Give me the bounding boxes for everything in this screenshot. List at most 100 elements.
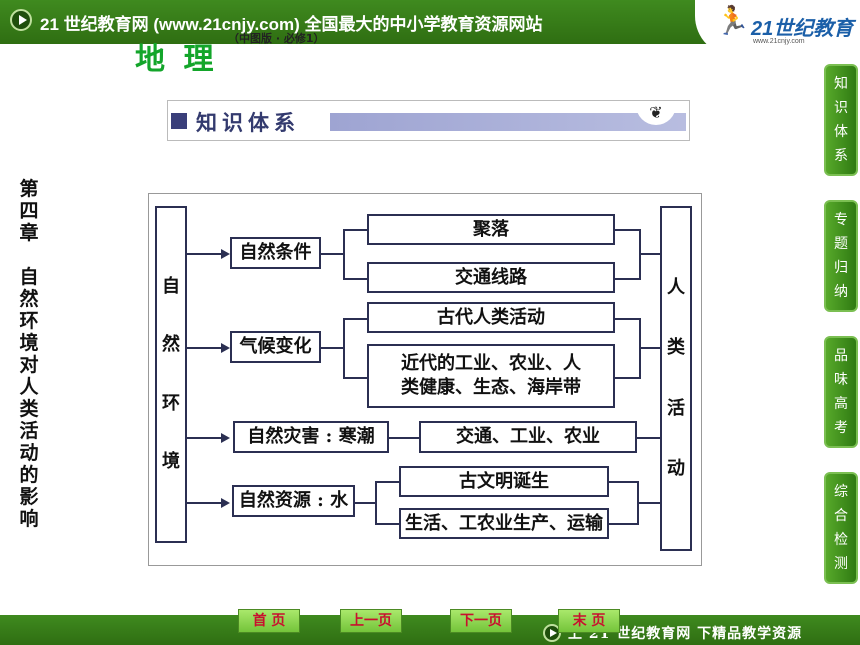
connector-line <box>375 481 377 524</box>
connector-line <box>355 502 377 504</box>
prev-page-button[interactable]: 上一页 <box>340 609 402 633</box>
connector-line <box>187 347 221 349</box>
section-title: 知识体系 <box>196 111 300 135</box>
connector-line <box>389 437 419 439</box>
tab-char: 纳 <box>834 284 848 300</box>
chapter-char: 的 <box>19 464 39 486</box>
arrow-icon <box>221 433 230 443</box>
footer-text: 上 21 世纪教育网 下精品教学资源 <box>568 626 803 642</box>
left-label-char: 境 <box>162 450 180 472</box>
chapter-spacer <box>16 244 42 266</box>
tab-char: 归 <box>834 260 848 276</box>
chapter-char: 类 <box>19 398 39 420</box>
factor-cold-wave: 自然灾害 : 寒潮 <box>233 421 389 453</box>
connector-line <box>615 318 641 320</box>
outcome-modern-industry: 近代的工业、农业、人 类健康、生态、海岸带 <box>367 344 615 408</box>
outcome-transport-routes: 交通线路 <box>367 262 615 293</box>
right-label-char: 动 <box>667 457 685 479</box>
chapter-char: 然 <box>19 288 39 310</box>
connector-line <box>639 347 660 349</box>
tab-char: 题 <box>834 236 848 252</box>
square-icon <box>171 113 187 129</box>
right-label-char: 人 <box>667 277 685 299</box>
tab-char: 检 <box>834 532 848 548</box>
play-icon <box>10 9 32 31</box>
logo-text: 21世纪教育 <box>751 18 854 40</box>
edition-label: （中图版 · 必修1） <box>228 32 325 45</box>
connector-line <box>609 523 639 525</box>
section-header: 知识体系 ❦ <box>167 100 690 141</box>
left-label-char: 然 <box>162 334 180 356</box>
connector-line <box>321 253 343 255</box>
arrow-icon <box>221 498 230 508</box>
connector-line <box>343 318 345 378</box>
connector-line <box>187 502 221 504</box>
connector-line <box>637 437 660 439</box>
connector-line <box>321 347 343 349</box>
tab-char: 测 <box>834 556 848 572</box>
left-label-char: 环 <box>162 392 180 414</box>
site-banner-text: 21 世纪教育网 (www.21cnjy.com) 全国最大的中小学教育资源网站 <box>40 15 543 34</box>
tab-char: 识 <box>834 100 848 116</box>
chapter-char: 动 <box>19 442 39 464</box>
left-label-char: 自 <box>162 276 180 298</box>
chapter-char: 第 <box>19 178 39 200</box>
factor-water-resource: 自然资源 : 水 <box>232 485 355 517</box>
tab-char: 味 <box>834 372 848 388</box>
chapter-char: 章 <box>19 222 39 244</box>
last-page-button[interactable]: 末 页 <box>558 609 620 633</box>
play-icon <box>543 624 561 642</box>
tab-char: 高 <box>834 396 848 412</box>
tab-char: 综 <box>834 484 848 500</box>
connector-line <box>343 377 367 379</box>
tab-char: 知 <box>834 76 848 92</box>
arrow-icon <box>221 343 230 353</box>
side-tab-topic-summary[interactable]: 专 题 归 纳 <box>824 200 858 312</box>
factor-natural-conditions: 自然条件 <box>230 237 321 269</box>
right-label-char: 类 <box>667 337 685 359</box>
connector-line <box>639 253 660 255</box>
connector-line <box>343 278 367 280</box>
outcome-line: 类健康、生态、海岸带 <box>401 377 581 398</box>
outcome-line: 近代的工业、农业、人 <box>401 353 581 374</box>
chapter-char: 环 <box>19 310 39 332</box>
tab-char: 合 <box>834 508 848 524</box>
chapter-char: 对 <box>19 354 39 376</box>
connector-line <box>375 481 399 483</box>
right-label-char: 活 <box>667 397 685 419</box>
next-page-button[interactable]: 下一页 <box>450 609 512 633</box>
outcome-ancient-activity: 古代人类活动 <box>367 302 615 333</box>
natural-environment-box: 自 然 环 境 <box>155 206 187 543</box>
knowledge-diagram: 自 然 环 境 人 类 活 动 自然条件 气候变化 自然灾害 : 寒潮 自然资源… <box>148 193 702 566</box>
connector-line <box>615 229 641 231</box>
chapter-title: 第 四 章 自 然 环 境 对 人 类 活 动 的 影 响 <box>16 178 42 530</box>
connector-line <box>343 318 367 320</box>
human-activity-box: 人 类 活 动 <box>660 206 692 551</box>
connector-line <box>609 481 639 483</box>
tab-char: 系 <box>834 148 848 164</box>
side-tab-exam-review[interactable]: 品 味 高 考 <box>824 336 858 448</box>
connector-line <box>187 437 221 439</box>
arrow-icon <box>221 249 230 259</box>
outcome-settlement: 聚落 <box>367 214 615 245</box>
chapter-char: 四 <box>19 200 39 222</box>
chapter-char: 活 <box>19 420 39 442</box>
side-tab-knowledge-system[interactable]: 知 识 体 系 <box>824 64 858 176</box>
tab-char: 体 <box>834 124 848 140</box>
connector-line <box>343 229 345 279</box>
factor-climate-change: 气候变化 <box>230 331 321 363</box>
bottom-bar: 上 21 世纪教育网 下精品教学资源 <box>0 615 860 645</box>
site-logo[interactable]: 🏃 21世纪教育 www.21cnjy.com <box>695 0 860 56</box>
first-page-button[interactable]: 首 页 <box>238 609 300 633</box>
tab-char: 考 <box>834 420 848 436</box>
tab-char: 品 <box>834 348 848 364</box>
runner-icon: 🏃 <box>715 4 750 37</box>
connector-line <box>187 253 221 255</box>
connector-line <box>637 502 660 504</box>
chapter-char: 自 <box>19 266 39 288</box>
outcome-life-production-transport: 生活、工农业生产、运输 <box>399 508 609 539</box>
side-tab-comprehensive-test[interactable]: 综 合 检 测 <box>824 472 858 584</box>
connector-line <box>343 229 367 231</box>
outcome-transport-industry-agriculture: 交通、工业、农业 <box>419 421 637 453</box>
chapter-char: 影 <box>19 486 39 508</box>
